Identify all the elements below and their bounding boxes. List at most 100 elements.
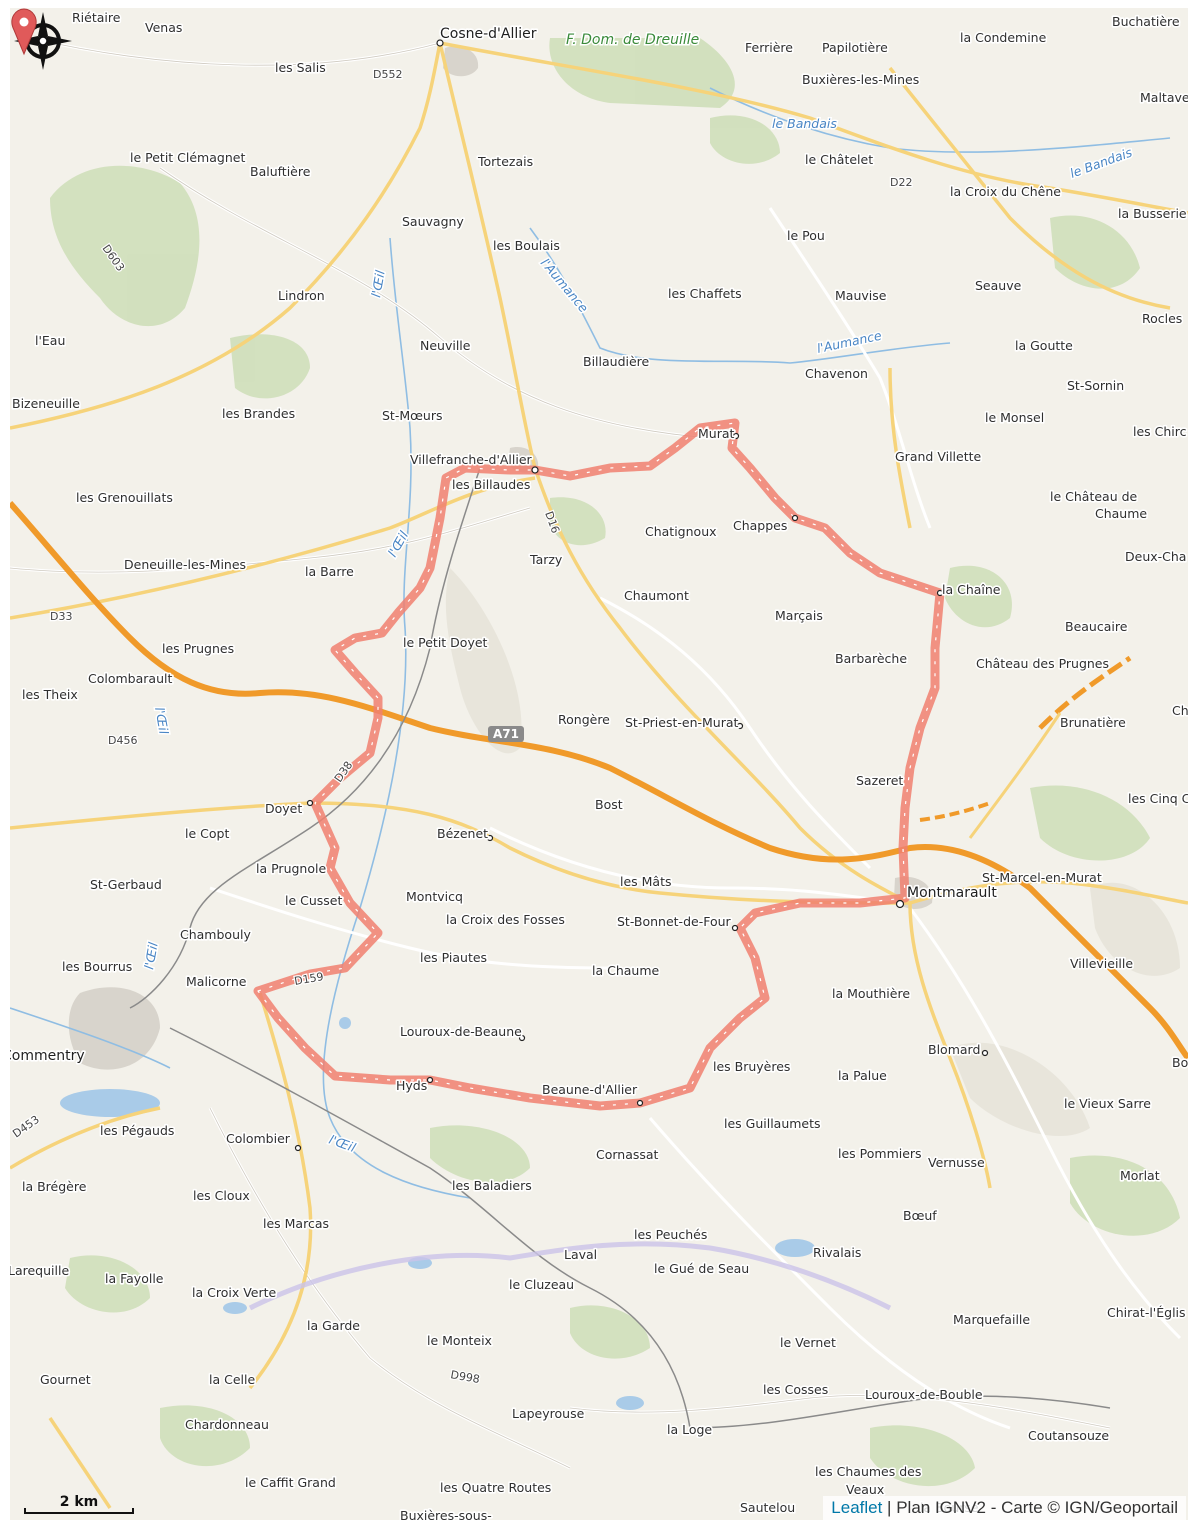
- motorway-spur: [919, 801, 991, 822]
- place-label: Sautelou: [740, 1500, 795, 1515]
- boundary: [248, 1241, 892, 1311]
- road-label: D33: [50, 610, 72, 623]
- place-label: Chatignoux: [645, 524, 717, 539]
- place-label: les Billaudes: [452, 477, 530, 492]
- place-label: le Petit Clémagnet: [130, 150, 245, 165]
- water-label: l'Œil: [141, 941, 161, 971]
- motorway-construction: [1038, 655, 1132, 730]
- place-label: Morlat: [1120, 1168, 1160, 1183]
- place-label: Colombier: [226, 1131, 291, 1146]
- road-ne-link: [968, 712, 1062, 839]
- place-label: les Pommiers: [838, 1146, 922, 1161]
- place-label: Deneuille-les-Mines: [124, 557, 246, 572]
- place-label: Beaune-d'Allier: [542, 1082, 638, 1097]
- railway: [129, 467, 1111, 1429]
- place-label: Buxières-les-Mines: [802, 72, 919, 87]
- place-label: la Fayolle: [105, 1271, 164, 1286]
- attribution-text: Plan IGNV2 - Carte © IGN/Geoportail: [896, 1498, 1178, 1517]
- place-label: Baluftière: [250, 164, 311, 179]
- place-label: le Monsel: [985, 410, 1044, 425]
- town-label-group: Cosne-d'Allier Montmarault Commentry Vil…: [10, 24, 999, 1065]
- place-label: les Bruyères: [713, 1059, 790, 1074]
- place-label: Coutansouze: [1028, 1428, 1109, 1443]
- place-label: les Cosses: [763, 1382, 828, 1397]
- regional-roads: [10, 41, 1188, 1509]
- scale-line: [24, 1508, 134, 1514]
- place-label: la Busserie: [1118, 206, 1187, 221]
- place-label: les Salis: [275, 60, 326, 75]
- place-label: Lapeyrouse: [512, 1406, 585, 1421]
- place-label: Tarzy: [529, 552, 563, 567]
- place-label: la Loge: [667, 1422, 712, 1437]
- place-label: Louroux-de-Beaune: [400, 1024, 522, 1039]
- place-label: Papilotière: [822, 40, 888, 55]
- place-label: les Chaffets: [668, 286, 742, 301]
- place-label: Deux-Cha: [1125, 549, 1186, 564]
- place-label: l'Eau: [35, 333, 65, 348]
- place-label: Billaudière: [583, 354, 650, 369]
- place-label: Chirat-l'Églis: [1107, 1305, 1186, 1320]
- water-label: le Bandais: [772, 116, 837, 131]
- attribution: Leaflet | Plan IGNV2 - Carte © IGN/Geopo…: [823, 1496, 1186, 1520]
- water-bodies: [60, 1017, 815, 1410]
- map-viewport[interactable]: D552 D22 D603 D16 D33 D456 D38 D159 A71 …: [10, 8, 1188, 1520]
- place-label: le Vernet: [780, 1335, 836, 1350]
- motorway-a71: [10, 501, 1188, 1060]
- scale-bar: 2 km: [24, 1494, 134, 1514]
- place-label: Malicorne: [186, 974, 247, 989]
- place-label: la Barre: [305, 564, 354, 579]
- place-label: Laval: [564, 1247, 597, 1262]
- place-label: les Cinq C: [1128, 791, 1188, 806]
- place-label: le Copt: [185, 826, 229, 841]
- place-label: Bœuf: [903, 1208, 937, 1223]
- place-label: les Pégauds: [100, 1123, 174, 1138]
- place-label: St-Mœurs: [382, 408, 443, 423]
- place-label: St-Bonnet-de-Four: [617, 914, 732, 929]
- place-label: Chardonneau: [185, 1417, 269, 1432]
- place-label: Cha: [1172, 703, 1188, 718]
- place-label: Blomard: [928, 1042, 980, 1057]
- place-label: la Garde: [307, 1318, 360, 1333]
- place-label: Bost: [595, 797, 623, 812]
- place-label: Sauvagny: [402, 214, 464, 229]
- place-label: les Grenouillats: [76, 490, 173, 505]
- map-canvas[interactable]: D552 D22 D603 D16 D33 D456 D38 D159 A71 …: [10, 8, 1188, 1520]
- place-label: Cornassat: [596, 1147, 659, 1162]
- place-label: le Monteix: [427, 1333, 492, 1348]
- place-dots: [294, 39, 989, 1152]
- place-label: les Chaumes des: [815, 1464, 921, 1479]
- place-label: le Cusset: [285, 893, 343, 908]
- place-label: Rivalais: [813, 1245, 861, 1260]
- place-label: la Croix Verte: [192, 1285, 277, 1300]
- place-label: la Croix des Fosses: [446, 912, 565, 927]
- place-label: Sazeret: [856, 773, 903, 788]
- route[interactable]: [253, 418, 945, 1111]
- place-label: les Guillaumets: [724, 1116, 821, 1131]
- place-label: la Palue: [838, 1068, 887, 1083]
- place-label: St-Gerbaud: [90, 877, 162, 892]
- place-label: les Chirc: [1133, 424, 1187, 439]
- place-label: le Châtelet: [805, 152, 873, 167]
- place-label: Rocles: [1142, 311, 1182, 326]
- location-marker-icon[interactable]: [10, 8, 38, 56]
- place-label: la Brégère: [22, 1179, 87, 1194]
- town-label: Cosne-d'Allier: [440, 26, 537, 42]
- water-label: l'Œil: [368, 269, 388, 299]
- leaflet-link[interactable]: Leaflet: [831, 1498, 883, 1517]
- place-label: Seauve: [975, 278, 1022, 293]
- place-label: Brunatière: [1060, 715, 1126, 730]
- place-label: Villevieille: [1070, 956, 1133, 971]
- place-label: la Croix du Chêne: [950, 184, 1061, 199]
- place-label: les Peuchés: [634, 1227, 707, 1242]
- place-label: Tortezais: [477, 154, 533, 169]
- place-label: Chaume: [1095, 506, 1147, 521]
- place-label: le Cluzeau: [509, 1277, 574, 1292]
- place-label: les Boulais: [493, 238, 560, 253]
- place-label: les Baladiers: [452, 1178, 532, 1193]
- road-label: D22: [890, 176, 912, 189]
- place-label: Vernusse: [928, 1155, 985, 1170]
- place-label: Bizeneuille: [12, 396, 80, 411]
- place-label: Beaucaire: [1065, 619, 1128, 634]
- place-label: la Prugnole: [256, 861, 326, 876]
